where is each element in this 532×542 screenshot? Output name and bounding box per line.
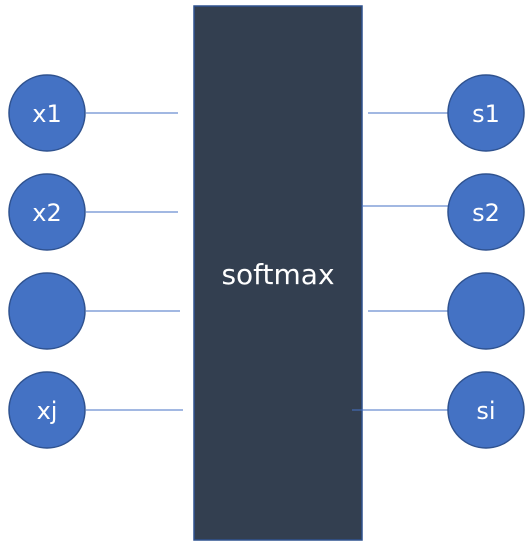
output-node-2: s2 <box>447 173 525 251</box>
input-node-label: xj <box>37 397 58 425</box>
softmax-label: softmax <box>221 258 334 291</box>
input-node-3 <box>8 272 86 350</box>
input-node-label: x1 <box>32 100 61 128</box>
output-node-1: s1 <box>447 74 525 152</box>
output-node-label: si <box>476 397 495 425</box>
input-node-4: xj <box>8 371 86 449</box>
input-node-2: x2 <box>8 173 86 251</box>
output-node-label: s1 <box>472 100 500 128</box>
output-node-label: s2 <box>472 199 500 227</box>
input-node-label: x2 <box>32 199 61 227</box>
output-node-3 <box>447 272 525 350</box>
output-node-4: si <box>447 371 525 449</box>
softmax-block <box>193 5 363 541</box>
input-node-1: x1 <box>8 74 86 152</box>
